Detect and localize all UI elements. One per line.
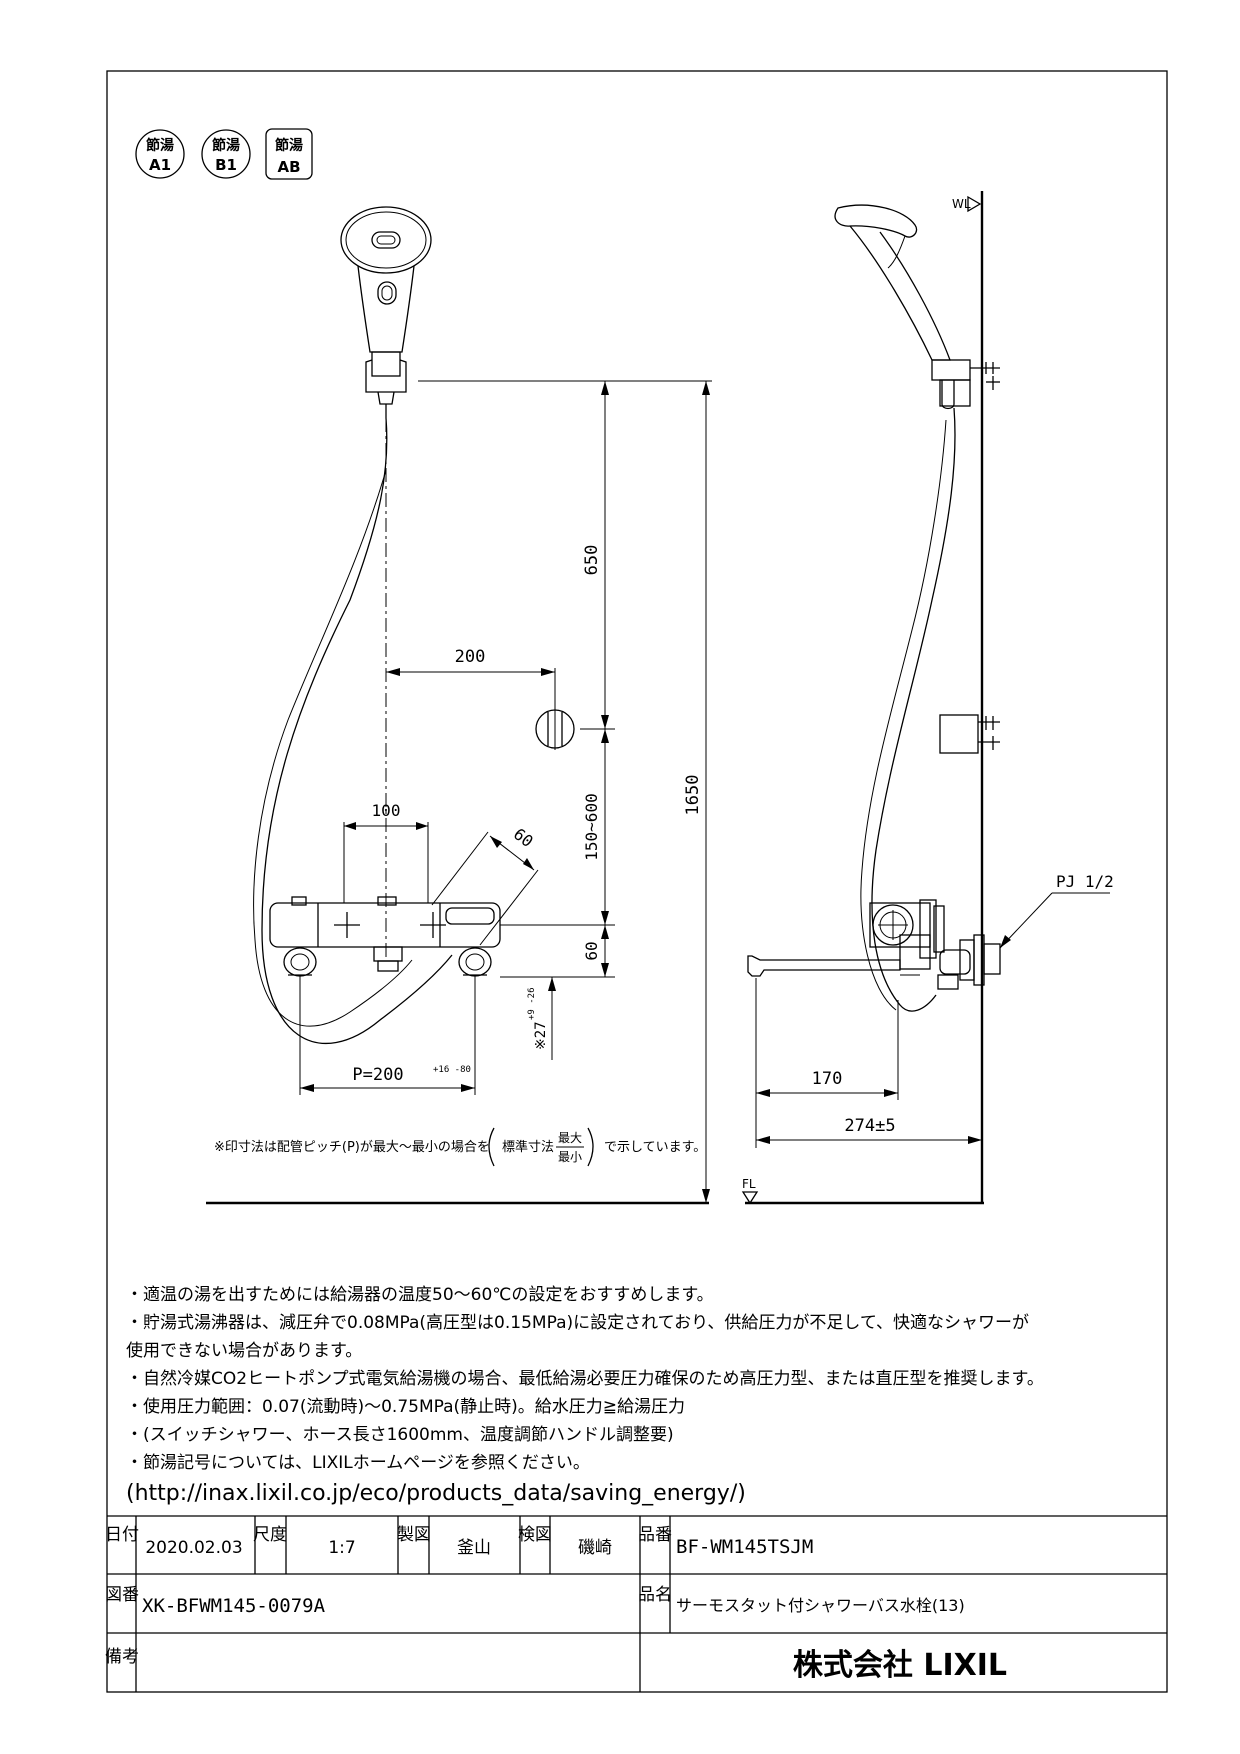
dimension-footnote: ※印寸法は配管ピッチ(P)が最大～最小の場合を 標準寸法 最大 最小 で示してい… [214, 1127, 706, 1167]
faucet-body-side [747, 899, 1001, 990]
side-view: WL [741, 191, 1114, 1205]
dim-27: ※27 [533, 1021, 549, 1050]
scale-label: 尺度 [253, 1525, 287, 1545]
badge-ab: 節湯 AB [265, 128, 313, 180]
dim-pitch-tolerance: +16 -80 [433, 1065, 471, 1075]
note-url: (http://inax.lixil.co.jp/eco/products_da… [126, 1481, 746, 1506]
footnote-prefix: ※印寸法は配管ピッチ(P)が最大～最小の場合を [214, 1140, 490, 1155]
footnote-min: 最小 [558, 1150, 582, 1164]
round-fitting-front [535, 708, 575, 750]
badge-a1-line2: A1 [149, 156, 171, 174]
drawing-no-value: XK-BFWM145-0079A [142, 1595, 326, 1617]
dim-274: 274±5 [844, 1116, 895, 1136]
dim-60-vertical: 60 [582, 941, 601, 960]
badge-a1-line1: 節湯 [146, 137, 174, 154]
badge-b1-line1: 節湯 [212, 137, 240, 154]
dim-170: 170 [812, 1069, 843, 1089]
dim-200: 200 [455, 647, 486, 667]
part-no-value: BF-WM145TSJM [676, 1536, 813, 1558]
title-block: 日付 2020.02.03 尺度 1:7 製図 釜山 検図 磯崎 品番 BF-W… [105, 1515, 1167, 1692]
dim-100: 100 [372, 801, 401, 820]
hose-side [871, 407, 956, 1012]
note-7: ・節湯記号については、LIXILホームページを参照ください。 [126, 1453, 590, 1473]
note-5: ・使用圧力範囲：0.07(流動時)～0.75MPa(静止時)。給水圧力≧給湯圧力 [126, 1396, 685, 1417]
part-no-label: 品番 [638, 1525, 672, 1545]
notes: ・適温の湯を出すためには給湯器の温度50～60℃の設定をおすすめします。 ・貯湯… [126, 1285, 1044, 1506]
front-view [206, 206, 709, 1205]
shower-head-side [834, 204, 1000, 410]
part-name-label: 品名 [638, 1585, 672, 1605]
badge-ab-line2: AB [277, 158, 300, 176]
scale-value: 1:7 [328, 1538, 355, 1558]
drawn-value: 釜山 [457, 1538, 491, 1558]
note-2: ・貯湯式湯沸器は、減圧弁で0.08MPa(高圧型は0.15MPa)に設定されてお… [126, 1313, 1029, 1333]
sheet-border [106, 70, 1168, 1693]
remarks-label: 備考 [105, 1647, 139, 1667]
note-4: ・自然冷媒CO2ヒートポンプ式電気給湯機の場合、最低給湯必要圧力確保のため高圧力… [126, 1369, 1044, 1389]
footnote-suffix: で示しています。 [604, 1140, 706, 1155]
note-6: ・(スイッチシャワー、ホース長さ1600mm、温度調節ハンドル調整要) [126, 1425, 674, 1445]
badge-a1: 節湯 A1 [135, 129, 185, 179]
company-logo: 株式会社 LIXIL [793, 1648, 1007, 1683]
wall-bracket-side [939, 714, 1000, 754]
pj-label: PJ 1/2 [1056, 872, 1114, 891]
badge-ab-line1: 節湯 [275, 137, 303, 154]
date-label: 日付 [105, 1525, 139, 1545]
badge-b1-line2: B1 [215, 156, 237, 174]
dim-pitch: P=200 [352, 1065, 403, 1085]
faucet-body-front [269, 896, 501, 977]
footnote-max: 最大 [558, 1131, 582, 1145]
note-1: ・適温の湯を出すためには給湯器の温度50～60℃の設定をおすすめします。 [126, 1285, 714, 1305]
drawn-label: 製図 [397, 1525, 431, 1545]
drawing-no-label: 図番 [105, 1585, 139, 1605]
dim-1650: 1650 [683, 775, 703, 816]
checked-label: 検図 [518, 1525, 552, 1545]
checked-value: 磯崎 [578, 1538, 612, 1558]
date-value: 2020.02.03 [145, 1538, 242, 1558]
dim-150-600: 150~600 [582, 793, 601, 860]
dim-60-angle: 60 [510, 824, 537, 851]
dim-650: 650 [582, 545, 602, 576]
wl-label: WL [952, 197, 971, 211]
fl-label: FL [742, 1177, 756, 1191]
dim-27-tolerance: +9 -26 [527, 987, 537, 1020]
hose-front [261, 417, 453, 1045]
badge-b1: 節湯 B1 [201, 129, 251, 179]
part-name-value: サーモスタット付シャワーバス水栓(13) [676, 1596, 965, 1615]
shower-head-front [340, 206, 432, 418]
note-3: 使用できない場合があります。 [126, 1340, 362, 1361]
front-dimensions: 650 1650 150~600 60 200 100 [299, 380, 712, 1203]
footnote-standard: 標準寸法 [502, 1139, 554, 1155]
